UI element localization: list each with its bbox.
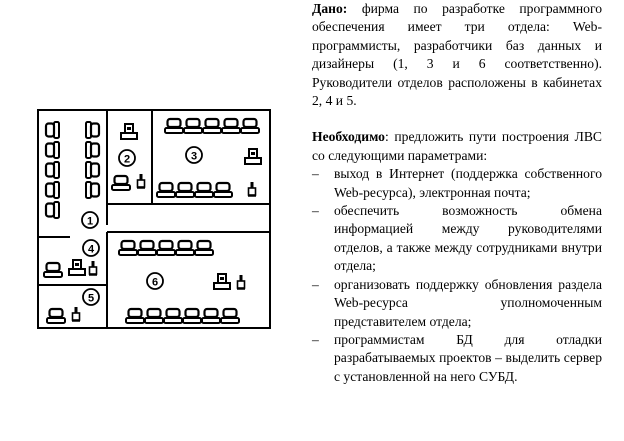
workstation-icon <box>84 180 101 200</box>
requirements-list: –выход в Интернет (поддержка собственног… <box>312 165 602 386</box>
svg-text:6: 6 <box>152 277 158 289</box>
workstation-icon <box>155 181 177 199</box>
room-5-marker: 5 <box>82 288 100 306</box>
given-body: фирма по разработке программного обеспеч… <box>312 1 602 109</box>
room-4-devices <box>42 259 98 279</box>
workstation-icon <box>193 181 215 199</box>
svg-text:1: 1 <box>87 216 93 228</box>
list-item: –обеспечить возможность обмена информаци… <box>312 202 602 276</box>
svg-text:4: 4 <box>88 244 95 256</box>
given-label: Дано: <box>312 1 348 16</box>
workstation-icon <box>143 307 165 325</box>
workstation-icon <box>239 117 261 135</box>
room-2-marker: 2 <box>118 149 136 167</box>
svg-text:5: 5 <box>88 293 94 305</box>
workstation-icon <box>84 140 101 160</box>
manager-desk-icon <box>68 259 86 276</box>
workstation-icon <box>45 307 67 325</box>
bullet-dash: – <box>312 203 319 219</box>
workstation-icon <box>124 307 146 325</box>
manager-desk-icon <box>244 148 262 165</box>
server-icon <box>88 260 98 276</box>
workstation-icon <box>163 117 185 135</box>
server-icon <box>247 181 257 197</box>
server-icon <box>71 306 81 322</box>
required-body: : предложить пути построения ЛВС со след… <box>312 129 602 163</box>
room-1-marker: 1 <box>81 211 99 229</box>
workstation-icon <box>200 307 222 325</box>
room-6-marker: 6 <box>146 272 164 290</box>
workstation-icon <box>136 239 158 257</box>
svg-text:2: 2 <box>124 154 130 166</box>
room-1-workstations <box>44 120 101 220</box>
workstation-icon <box>181 307 203 325</box>
list-item: –выход в Интернет (поддержка собственног… <box>312 165 602 202</box>
task-text: Дано: фирма по разработке программного о… <box>312 0 602 386</box>
given-paragraph: Дано: фирма по разработке программного о… <box>312 0 602 110</box>
bullet-dash: – <box>312 331 319 347</box>
room-4-marker: 4 <box>82 239 100 257</box>
room-3-workstations <box>155 117 262 199</box>
list-item-text: выход в Интернет (поддержка собственного… <box>334 166 602 200</box>
workstation-icon <box>219 307 241 325</box>
workstation-icon <box>201 117 223 135</box>
list-item-text: организовать поддержку обновления раздел… <box>334 276 602 329</box>
workstation-icon <box>155 239 177 257</box>
bullet-dash: – <box>312 166 319 182</box>
workstation-icon <box>42 261 64 279</box>
server-icon <box>136 173 146 189</box>
bullet-dash: – <box>312 276 319 292</box>
workstation-icon <box>117 239 139 257</box>
list-item: –организовать поддержку обновления разде… <box>312 276 602 331</box>
workstation-icon <box>174 239 196 257</box>
workstation-icon <box>182 117 204 135</box>
required-paragraph: Необходимо: предложить пути построения Л… <box>312 128 602 165</box>
workstation-icon <box>84 160 101 180</box>
room-6-workstations <box>117 239 246 325</box>
workstation-icon <box>110 174 132 192</box>
workstation-icon <box>212 181 234 199</box>
list-item: –программистам БД для отладки разрабатыв… <box>312 331 602 386</box>
workstation-icon <box>220 117 242 135</box>
paragraph-gap <box>312 110 602 128</box>
svg-text:3: 3 <box>191 151 197 163</box>
manager-desk-icon <box>120 123 138 140</box>
workstation-icon <box>193 239 215 257</box>
workstation-icon <box>44 140 61 160</box>
workstation-icon <box>162 307 184 325</box>
server-icon <box>236 274 246 290</box>
workstation-icon <box>174 181 196 199</box>
manager-desk-icon <box>213 273 231 290</box>
list-item-text: обеспечить возможность обмена информацие… <box>334 203 602 274</box>
room-5-devices <box>45 306 81 325</box>
list-item-text: программистам БД для отладки разрабатыва… <box>334 331 602 384</box>
workstation-icon <box>44 160 61 180</box>
workstation-icon <box>84 120 101 140</box>
room-3-marker: 3 <box>185 146 203 164</box>
workstation-icon <box>44 180 61 200</box>
required-label: Необходимо <box>312 129 385 145</box>
workstation-icon <box>44 120 61 140</box>
walls <box>37 109 271 329</box>
workstation-icon <box>44 200 61 220</box>
